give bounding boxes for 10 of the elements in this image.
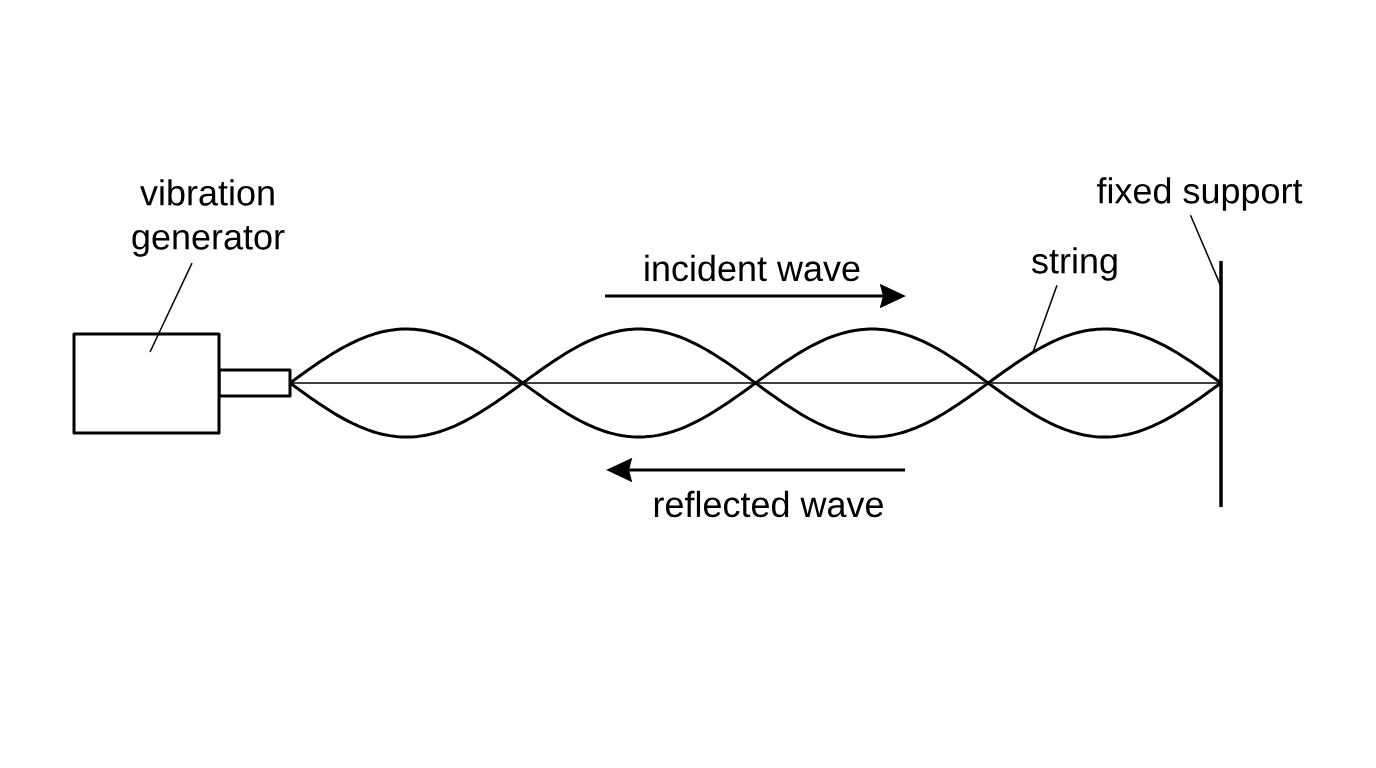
part-label: string bbox=[1032, 247, 1117, 281]
leader-line bbox=[149, 262, 193, 353]
leader-line bbox=[1189, 214, 1222, 288]
leader-line bbox=[1032, 284, 1058, 353]
wave-label: incident wave bbox=[645, 254, 860, 282]
part-label: vibration generator bbox=[132, 179, 285, 257]
box bbox=[72, 332, 221, 435]
support-bar bbox=[1219, 261, 1223, 507]
part-label: fixed support bbox=[1096, 177, 1303, 211]
wave-label: reflected wave bbox=[654, 490, 883, 518]
